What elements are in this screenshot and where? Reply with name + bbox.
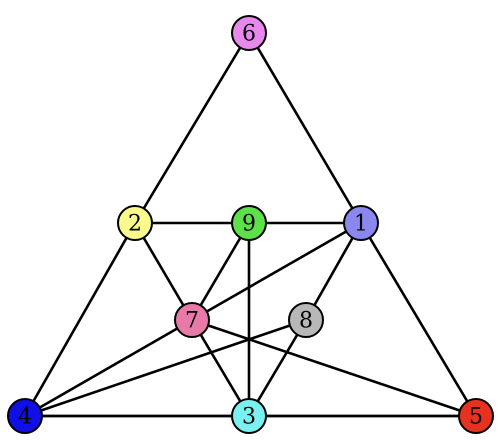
edge-7-3 <box>190 318 251 418</box>
node-4: 4 <box>7 398 43 434</box>
edge-7-4 <box>23 318 194 418</box>
node-label-5: 5 <box>469 405 483 430</box>
edge-6-2 <box>133 31 251 225</box>
edge-1-8 <box>304 221 363 322</box>
node-circle-6 <box>231 15 267 51</box>
node-5: 5 <box>458 398 494 434</box>
node-circle-9 <box>231 205 267 241</box>
node-label-4: 4 <box>18 405 32 430</box>
node-label-2: 2 <box>128 212 142 237</box>
node-label-8: 8 <box>299 309 313 334</box>
node-label-3: 3 <box>242 405 256 430</box>
node-circle-3 <box>231 398 267 434</box>
node-3: 3 <box>231 398 267 434</box>
node-8: 8 <box>288 302 324 338</box>
node-circle-7 <box>174 302 210 338</box>
edge-8-3 <box>247 318 308 418</box>
edge-8-4 <box>23 318 308 418</box>
node-1: 1 <box>343 205 379 241</box>
node-circle-4 <box>7 398 43 434</box>
node-label-1: 1 <box>354 212 368 237</box>
node-7: 7 <box>174 302 210 338</box>
edge-2-7 <box>133 221 194 322</box>
node-6: 6 <box>231 15 267 51</box>
edge-9-7 <box>190 221 251 322</box>
node-9: 9 <box>231 205 267 241</box>
node-label-7: 7 <box>185 309 199 334</box>
graph-nodes: 1 2 3 4 5 6 7 8 9 <box>7 15 494 434</box>
node-circle-5 <box>458 398 494 434</box>
edge-2-4 <box>23 221 137 418</box>
edge-6-1 <box>247 31 363 225</box>
edge-7-5 <box>190 318 478 418</box>
node-circle-2 <box>117 205 153 241</box>
node-2: 2 <box>117 205 153 241</box>
node-circle-1 <box>343 205 379 241</box>
node-label-9: 9 <box>242 212 256 237</box>
edge-1-7 <box>190 221 363 322</box>
edge-1-5 <box>359 221 478 418</box>
node-label-6: 6 <box>242 22 256 47</box>
node-circle-8 <box>288 302 324 338</box>
